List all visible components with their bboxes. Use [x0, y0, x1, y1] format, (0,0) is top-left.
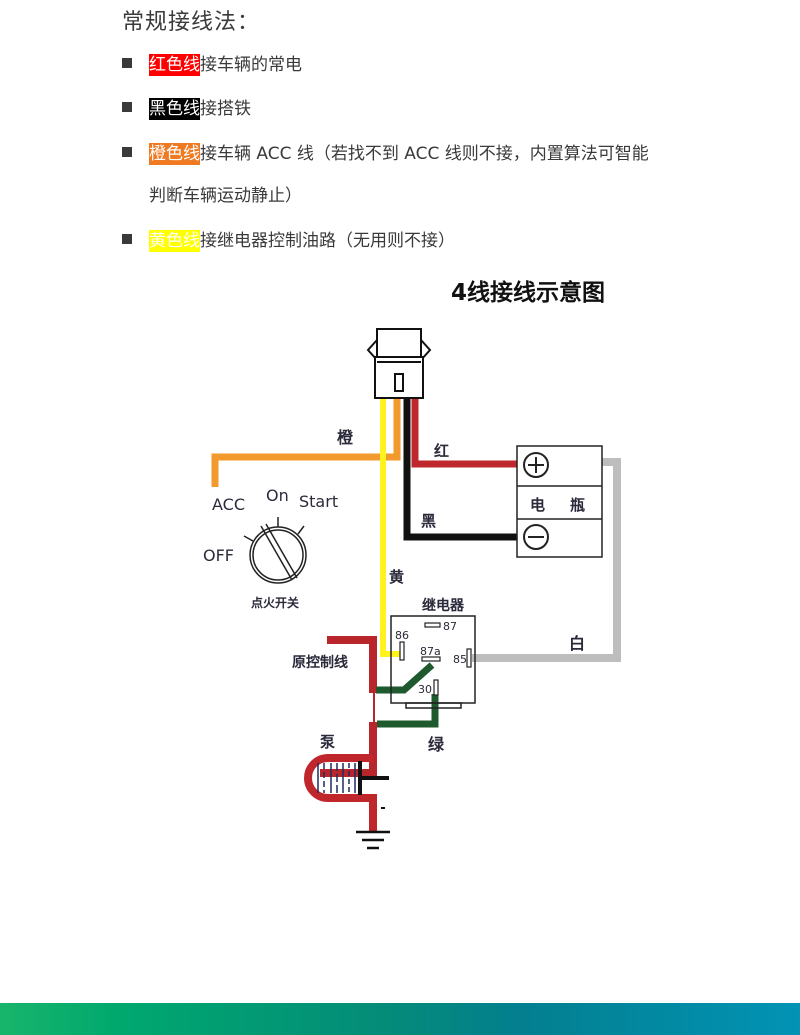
footer-gradient-bar [0, 1003, 800, 1035]
pump-label: 泵 [320, 733, 335, 751]
highlight-orange: 橙色线 [149, 143, 200, 165]
pin-87a: 87a [420, 645, 441, 658]
pump-fluid [317, 763, 356, 793]
label-red: 红 [434, 442, 449, 460]
wire-yellow [380, 398, 400, 657]
list-item-red: 红色线接车辆的常电 [122, 50, 302, 76]
ignition-acc: ACC [212, 495, 245, 514]
ignition-off: OFF [203, 546, 234, 565]
pump-icon [304, 754, 377, 832]
connector-plug [366, 328, 432, 399]
label-green: 绿 [428, 735, 445, 754]
original-control-label: 原控制线 [292, 654, 348, 671]
bullet-icon [122, 102, 132, 112]
relay-title: 继电器 [422, 597, 465, 614]
highlight-red: 红色线 [149, 54, 200, 76]
label-white: 白 [569, 634, 585, 653]
relay-pins [399, 622, 472, 696]
wire-green-87a [376, 662, 435, 694]
bullet-icon [122, 58, 132, 68]
pin-30: 30 [418, 683, 432, 696]
plus-icon [523, 452, 549, 478]
battery-label-left: 电 [530, 496, 545, 514]
battery-label-right: 瓶 [570, 496, 585, 514]
section-heading: 常规接线法： [122, 10, 261, 35]
item-continuation: 判断车辆运动静止） [149, 186, 302, 206]
ignition-start: Start [299, 492, 338, 511]
bullet-icon [122, 234, 132, 244]
pin-86: 86 [395, 629, 409, 642]
wire-black [403, 398, 518, 541]
label-black: 黑 [421, 512, 436, 530]
wire-original-control [327, 636, 377, 693]
wire-pump-feed [320, 722, 377, 777]
diagram-title: 4线接线示意图 [451, 280, 606, 306]
bullet-icon [122, 147, 132, 157]
ignition-switch-icon [243, 517, 307, 584]
highlight-yellow: 黄色线 [149, 230, 200, 252]
highlight-black: 黑色线 [149, 98, 200, 120]
list-item-black: 黑色线接搭铁 [122, 94, 251, 120]
wire-red [411, 398, 518, 468]
item-text: 接车辆的常电 [200, 55, 302, 75]
relay-box [390, 615, 476, 709]
label-yellow: 黄 [389, 568, 404, 586]
item-text: 接车辆 ACC 线（若找不到 ACC 线则不接，内置算法可智能 [200, 144, 649, 164]
list-item-yellow: 黄色线接继电器控制油路（无用则不接） [122, 226, 455, 252]
item-text: 接搭铁 [200, 99, 251, 119]
minus-icon [523, 524, 549, 550]
pin-85: 85 [453, 653, 467, 666]
wire-orange [211, 398, 401, 487]
item-text: 接继电器控制油路（无用则不接） [200, 231, 455, 251]
wire-green-30 [377, 694, 439, 728]
list-item-orange: 橙色线接车辆 ACC 线（若找不到 ACC 线则不接，内置算法可智能 [122, 139, 649, 165]
ignition-on: On [266, 486, 289, 505]
wire-white [472, 458, 621, 662]
ignition-caption: 点火开关 [251, 595, 299, 610]
pin-87: 87 [443, 620, 457, 633]
label-orange: 橙 [337, 428, 354, 447]
ground-icon [356, 830, 390, 850]
